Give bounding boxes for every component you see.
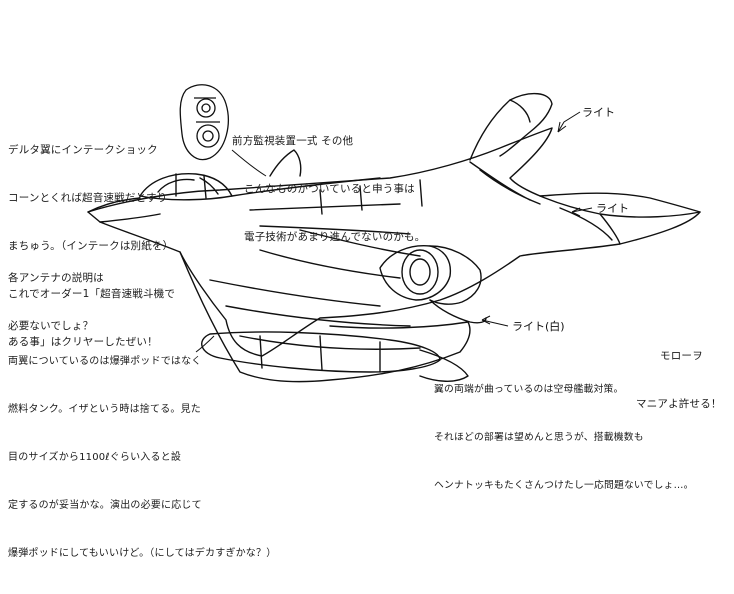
note-line: 目のサイズから1100ℓぐらい入ると設	[8, 452, 182, 463]
fighter-jet-drawing	[87, 84, 701, 383]
note-line: 各アンテナの説明は	[8, 272, 104, 284]
note-line: 電子技術があまり進んでないのかも。	[244, 231, 426, 243]
note-line: こんなものがついていると申う事は	[244, 183, 415, 195]
vertical-stabilizer	[469, 93, 553, 161]
leader-light-side	[571, 207, 593, 213]
note-line: モローヲ	[660, 350, 703, 362]
note-line: まちゅう。（インテークは別紙を）	[8, 240, 174, 252]
leader-light-white	[481, 319, 509, 327]
note-line: 両翼についているのは爆弾ポッドではなく	[8, 356, 202, 367]
note-line: 燃料タンク。イザという時は捨てる。見た	[8, 404, 201, 415]
fuel-tank	[201, 331, 441, 373]
leader-tank	[195, 335, 215, 353]
dorsal-spine	[231, 177, 381, 197]
canopy	[139, 173, 233, 201]
fuselage-outline	[87, 127, 701, 357]
note-line: デルタ翼にインテークショック	[8, 144, 158, 156]
note-line: ヘンナトッキもたくさんつけたし一応問題ないでしょ…。	[434, 480, 694, 491]
label-light-top: ライト	[582, 106, 615, 119]
note-intake: デルタ翼にインテークショック コーンとくれば超音速戦だとすり まちゅう。（インテ…	[8, 110, 175, 382]
design-sheet: デルタ翼にインテークショック コーンとくれば超音速戦だとすり まちゅう。（インテ…	[8, 84, 722, 559]
right-tailplane	[539, 192, 701, 213]
sensor-inset	[179, 84, 229, 161]
engine-intake	[379, 245, 452, 301]
note-signature: モローヲ マニアよ許せる！	[636, 316, 722, 444]
note-fuel-tank: 両翼についているのは爆弾ポッドではなく 燃料タンク。イザという時は捨てる。見た …	[8, 322, 276, 594]
wing-tip-lower	[419, 349, 469, 382]
leader-light-top	[557, 111, 581, 133]
note-sensor: 前方監視装置一式 その他 こんなものがついていると申う事は 電子技術があまり進ん…	[232, 101, 425, 277]
nose-cone	[87, 197, 161, 223]
note-line: マニアよ許せる！	[636, 398, 722, 410]
note-line: コーンとくれば超音速戦だとすり	[8, 192, 168, 204]
note-line: 翼の両端が曲っているのは空母艦載対策。	[434, 384, 624, 395]
label-light-white: ライト(白)	[512, 320, 565, 333]
note-line: 前方監視装置一式 その他	[232, 135, 354, 147]
delta-wing	[179, 251, 471, 383]
note-line: これでオーダー1「超音速戦斗機で	[8, 288, 176, 300]
leader-sensor	[231, 149, 267, 177]
note-line: ある事」はクリヤーしたぜい！	[8, 336, 158, 348]
label-light-side: ライト	[596, 202, 629, 215]
note-line: 必要ないでしょ？	[8, 320, 94, 332]
note-antenna: 各アンテナの説明は 必要ないでしょ？	[8, 238, 104, 366]
note-line: それほどの部署は望めんと思うが、搭載機数も	[434, 432, 644, 443]
note-line: 定するのが妥当かな。演出の必要に応じて	[8, 500, 202, 511]
note-line: 爆弾ポッドにしてもいいけど。（にしてはデカすぎかな？）	[8, 548, 277, 559]
forward-fin	[269, 149, 302, 177]
